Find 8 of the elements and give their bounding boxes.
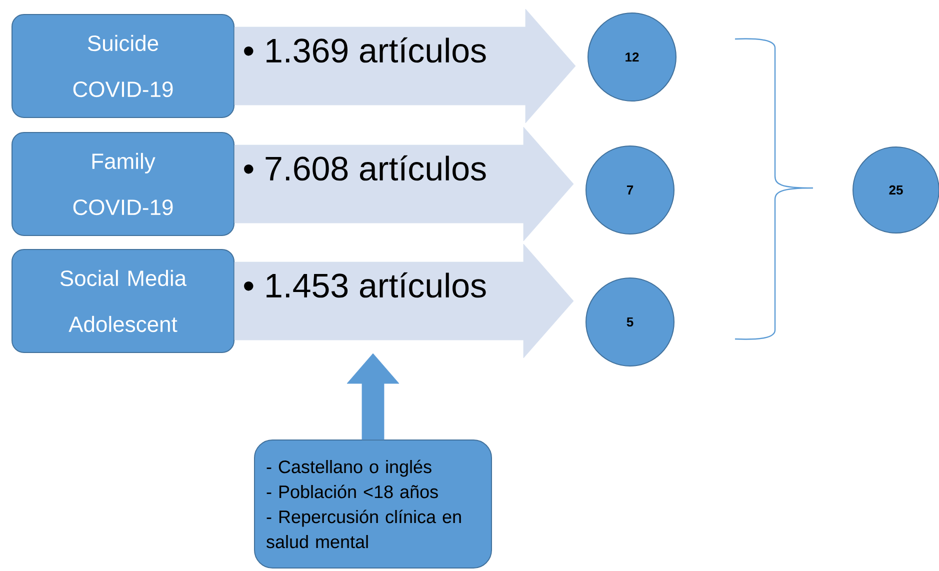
term-box: Family COVID-19 <box>12 132 234 236</box>
term-box: Social Media Adolescent <box>12 249 234 353</box>
edge-label: • 1.453 artículos <box>240 270 490 300</box>
criteria-box: - Castellano o inglés - Población <18 años - Repercusión clínica en salud mental <box>254 440 492 568</box>
up-arrow <box>346 353 400 440</box>
edge-label: • 7.608 artículos <box>240 153 490 183</box>
edge-label: • 1.369 artículos <box>240 35 490 65</box>
term-box: Suicide COVID-19 <box>12 14 234 118</box>
